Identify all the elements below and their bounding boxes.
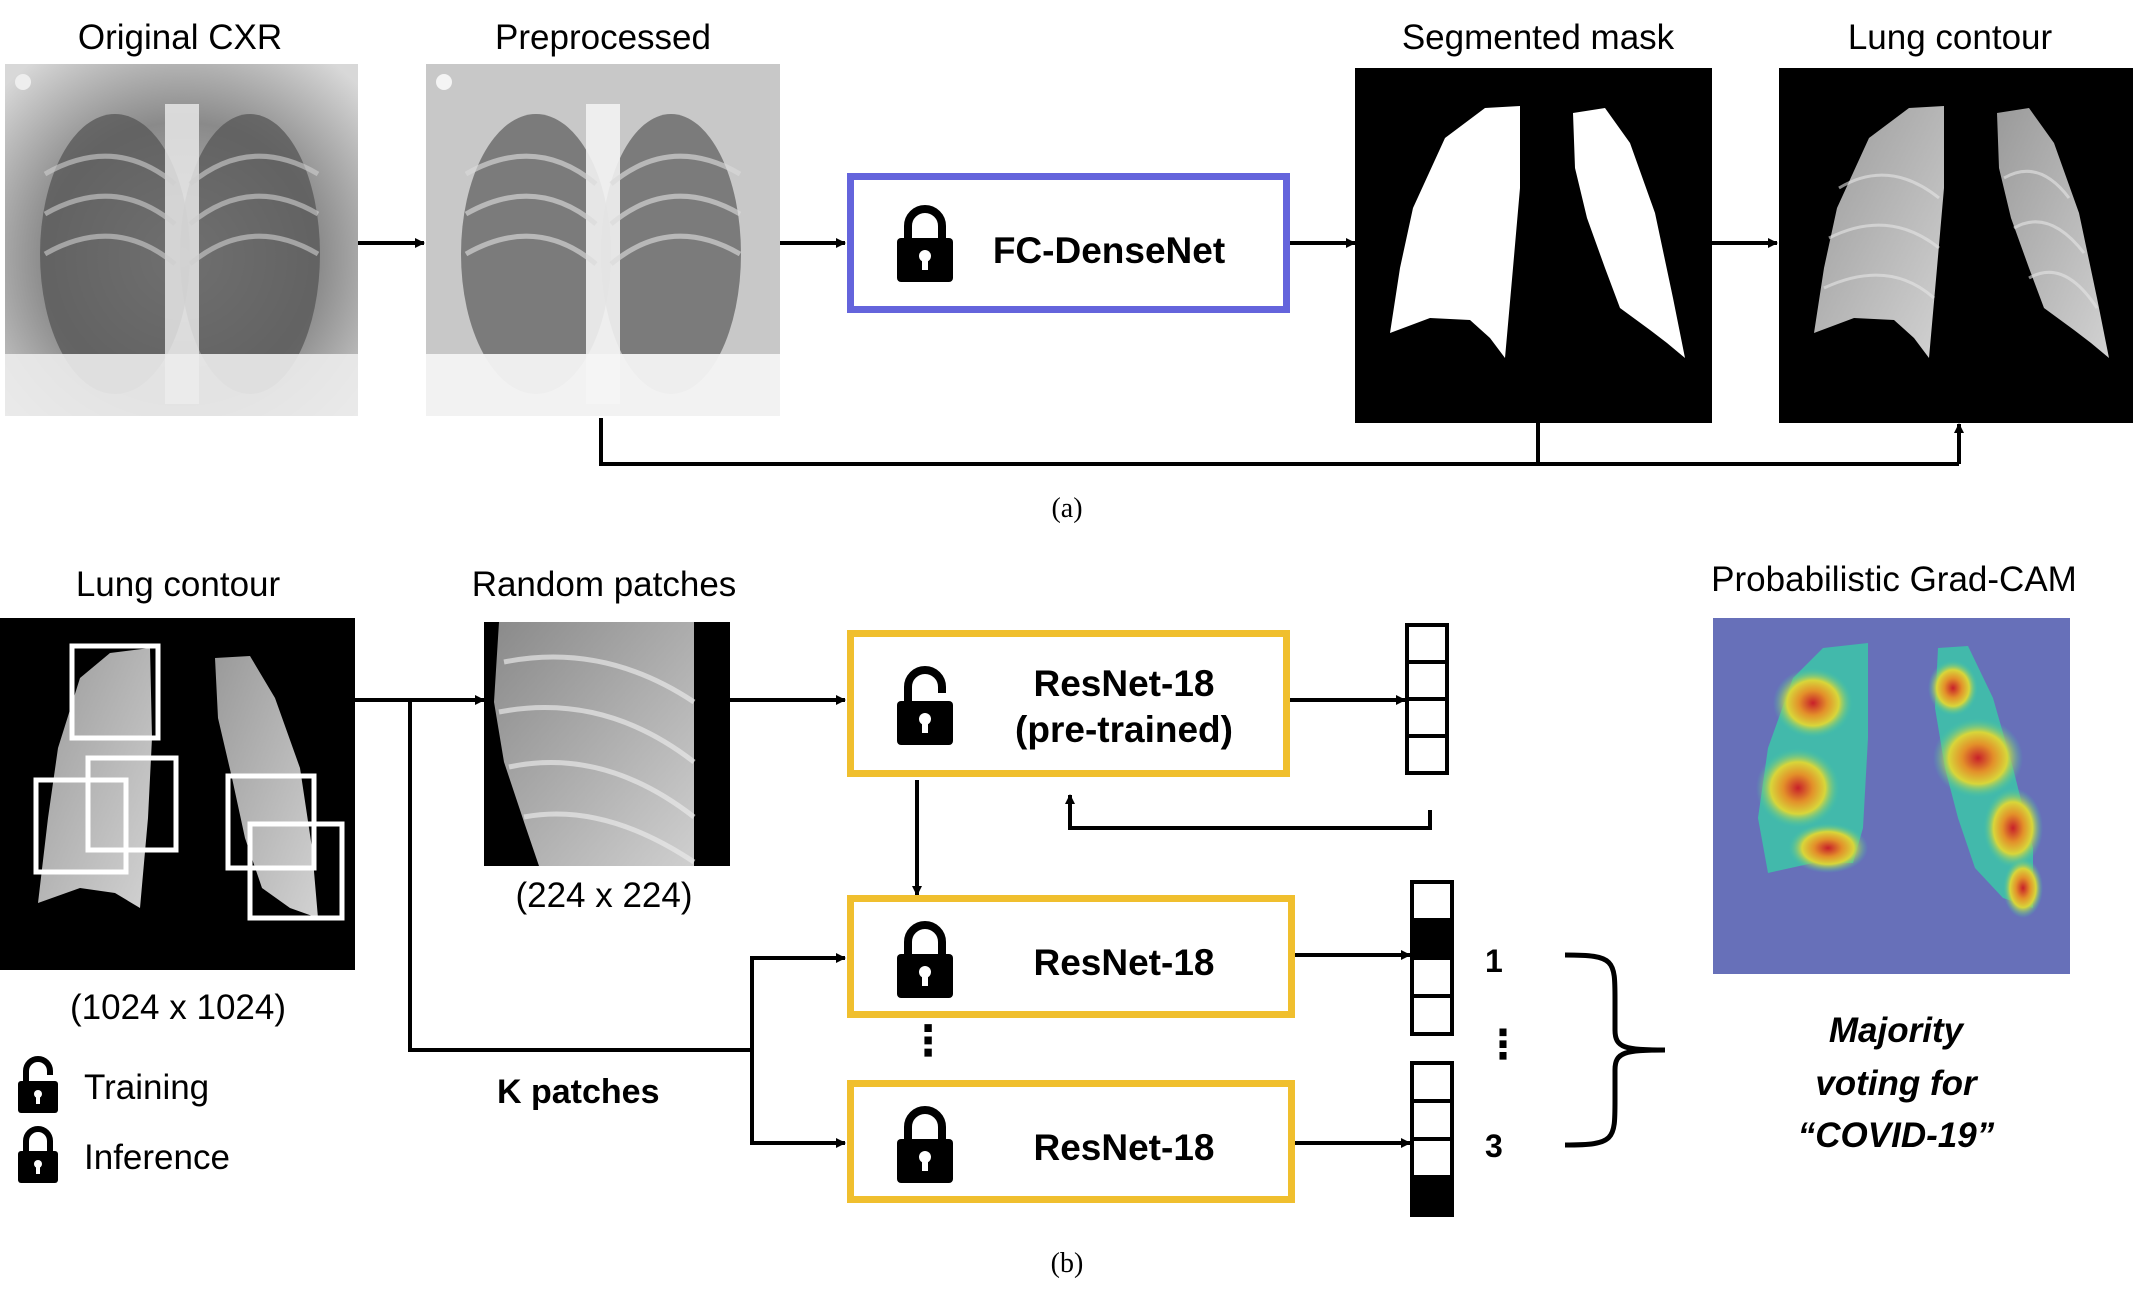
lock-closed-icon bbox=[897, 921, 953, 998]
legend-training-label: Training bbox=[84, 1068, 210, 1107]
legend-inference-label: Inference bbox=[84, 1138, 230, 1177]
segmented-mask-image bbox=[1355, 68, 1712, 423]
fc-densenet-label: FC-DenseNet bbox=[992, 230, 1226, 271]
lock-closed-icon bbox=[897, 205, 953, 282]
feedback-loop-line bbox=[1065, 794, 1432, 830]
resnet18-label-1: ResNet-18 bbox=[1033, 942, 1215, 983]
resnet18-label-3: ResNet-18 bbox=[1033, 1127, 1215, 1168]
legend-lock-closed-icon bbox=[18, 1126, 58, 1183]
resnet18-box-3: ResNet-18 bbox=[847, 1080, 1295, 1203]
k-patches-branch-line bbox=[408, 700, 752, 1052]
label-segmented-mask: Segmented mask bbox=[1401, 18, 1675, 57]
fc-densenet-box: FC-DenseNet bbox=[847, 173, 1290, 313]
branch-to-resnet3 bbox=[750, 1050, 846, 1148]
majority-voting-text: Majority voting for “COVID-19” bbox=[1797, 1011, 1995, 1155]
output-vector-3 bbox=[1410, 1061, 1454, 1217]
gradcam-heatmap-image bbox=[1713, 618, 2070, 974]
label-patch-size: (224 x 224) bbox=[515, 876, 693, 915]
output-vector-pretrained bbox=[1405, 623, 1449, 775]
caption-a: (a) bbox=[1051, 493, 1083, 524]
resnet18-pretrained-label: ResNet-18 (pre-trained) bbox=[1015, 663, 1233, 751]
patch-box bbox=[69, 643, 161, 741]
lock-closed-icon bbox=[897, 1106, 953, 1183]
label-probabilistic-gradcam: Probabilistic Grad-CAM bbox=[1711, 560, 2077, 599]
curly-brace bbox=[1564, 952, 1666, 1148]
label-contour-size: (1024 x 1024) bbox=[70, 988, 286, 1027]
resnet18-pretrained-box: ResNet-18 (pre-trained) bbox=[847, 630, 1290, 777]
patch-box bbox=[33, 777, 129, 875]
caption-b: (b) bbox=[1050, 1248, 1084, 1279]
label-k-patches: K patches bbox=[497, 1073, 660, 1111]
patch-box bbox=[247, 821, 345, 921]
output-vector-1 bbox=[1410, 880, 1454, 1036]
skip-connection-line bbox=[599, 418, 1959, 466]
vertical-ellipsis-indices: ⋮ bbox=[1483, 1023, 1523, 1067]
label-preprocessed: Preprocessed bbox=[495, 18, 711, 57]
label-original-cxr: Original CXR bbox=[77, 18, 283, 57]
lung-contour-image-b bbox=[0, 618, 355, 970]
vertical-ellipsis-models: ⋮ bbox=[907, 1017, 949, 1064]
label-lung-contour-b: Lung contour bbox=[75, 565, 281, 604]
original-cxr-image bbox=[5, 64, 358, 416]
lung-contour-image-a bbox=[1779, 68, 2133, 423]
resnet18-box-1: ResNet-18 bbox=[847, 895, 1295, 1018]
branch-to-resnet1 bbox=[750, 953, 846, 1050]
random-patch-image bbox=[484, 622, 730, 866]
patch-box bbox=[85, 755, 179, 853]
index-label-1: 1 bbox=[1485, 943, 1503, 979]
label-random-patches: Random patches bbox=[471, 565, 737, 604]
legend-lock-open-icon bbox=[18, 1056, 58, 1113]
index-label-3: 3 bbox=[1485, 1128, 1503, 1164]
preprocessed-image bbox=[426, 64, 780, 416]
label-lung-contour-a: Lung contour bbox=[1847, 18, 2053, 57]
lock-open-icon bbox=[897, 666, 953, 745]
